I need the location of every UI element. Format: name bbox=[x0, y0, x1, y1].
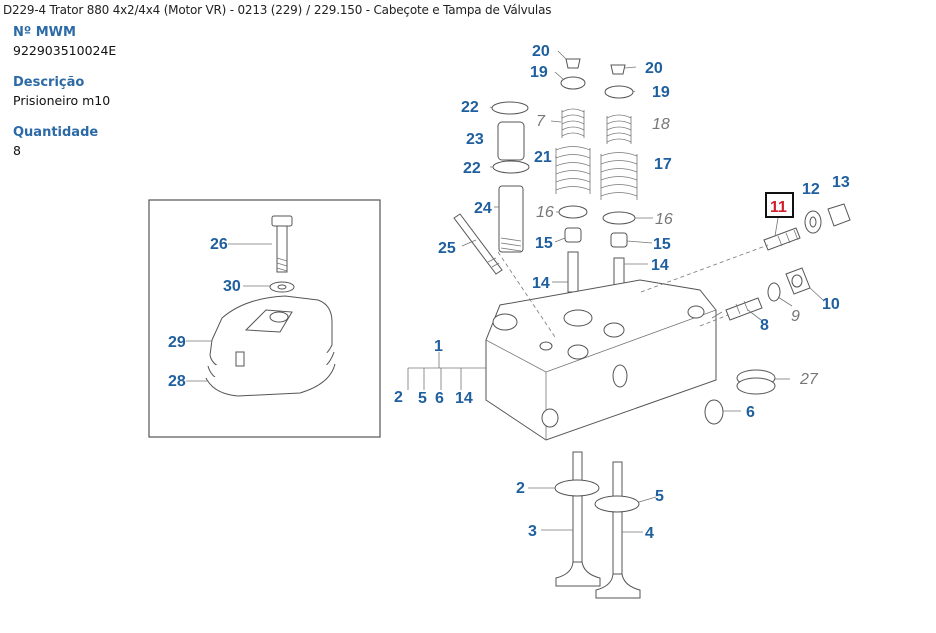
callout-5[interactable]: 5 bbox=[655, 488, 664, 505]
spring-7 bbox=[561, 108, 585, 138]
part-number-label: Nº MWM bbox=[13, 25, 76, 40]
valve-cover bbox=[205, 295, 336, 397]
cylinder-head bbox=[485, 279, 723, 441]
callout-2[interactable]: 2 bbox=[516, 480, 525, 497]
callout-3[interactable]: 3 bbox=[528, 523, 537, 540]
spring-seat-right bbox=[602, 211, 636, 225]
o-ring-22-bottom bbox=[492, 160, 530, 174]
description-field: Descrição Prisioneiro m10 bbox=[13, 75, 110, 108]
selected-callout-box bbox=[765, 192, 794, 218]
spring-retainer-left bbox=[560, 76, 586, 90]
callout-14-left[interactable]: 14 bbox=[532, 275, 550, 292]
valve-seat-5 bbox=[594, 495, 640, 513]
callout-14-right[interactable]: 14 bbox=[651, 257, 669, 274]
spring-21 bbox=[555, 146, 591, 194]
callout-7[interactable]: 7 bbox=[536, 113, 546, 130]
callout-12[interactable]: 12 bbox=[802, 181, 820, 198]
callout-19-left[interactable]: 19 bbox=[530, 64, 548, 81]
callout-24[interactable]: 24 bbox=[474, 200, 492, 217]
callout-29[interactable]: 29 bbox=[168, 334, 186, 351]
callout-9[interactable]: 9 bbox=[791, 308, 800, 325]
callout-21[interactable]: 21 bbox=[534, 149, 552, 166]
breadcrumb-separator: / bbox=[306, 3, 310, 17]
ring-6 bbox=[704, 399, 724, 425]
callout-13[interactable]: 13 bbox=[832, 174, 850, 191]
part-number-value: 922903510024E bbox=[13, 43, 117, 58]
callout-22-top[interactable]: 22 bbox=[461, 99, 479, 116]
callout-22-bottom[interactable]: 22 bbox=[463, 160, 481, 177]
valve-4 bbox=[595, 461, 641, 599]
valve-cover-inset-frame bbox=[148, 199, 381, 438]
breadcrumb: D229-4 Trator 880 4x2/4x4 (Motor VR) - 0… bbox=[3, 3, 551, 17]
stud-8 bbox=[725, 297, 763, 321]
callout-6[interactable]: 6 bbox=[746, 404, 755, 421]
callout-8[interactable]: 8 bbox=[760, 317, 769, 334]
nut-13 bbox=[827, 203, 851, 227]
callout-15-right[interactable]: 15 bbox=[653, 236, 671, 253]
callout-18[interactable]: 18 bbox=[652, 116, 670, 133]
valve-seal-right bbox=[610, 232, 628, 248]
valve-seal-left bbox=[564, 227, 582, 243]
callout-4[interactable]: 4 bbox=[645, 525, 654, 542]
injector-sleeve-24 bbox=[498, 185, 524, 253]
callout-15-left[interactable]: 15 bbox=[535, 235, 553, 252]
valve-stem-cap-right bbox=[610, 64, 626, 75]
quantity-label: Quantidade bbox=[13, 125, 99, 140]
spring-18 bbox=[606, 114, 632, 144]
callout-2-head[interactable]: 2 bbox=[394, 389, 403, 406]
valve-cover-bolt bbox=[271, 215, 293, 273]
callout-27[interactable]: 27 bbox=[799, 371, 819, 388]
callout-17[interactable]: 17 bbox=[654, 156, 672, 173]
washer-9 bbox=[767, 282, 781, 302]
description-label: Descrição bbox=[13, 75, 85, 90]
callout-26[interactable]: 26 bbox=[210, 236, 228, 253]
callout-5-head[interactable]: 5 bbox=[418, 390, 427, 407]
spring-retainer-right bbox=[604, 85, 634, 99]
callout-1[interactable]: 1 bbox=[434, 338, 443, 355]
quantity-field: Quantidade 8 bbox=[13, 125, 98, 158]
valve-3 bbox=[555, 451, 601, 587]
valve-stem-cap-left bbox=[565, 58, 581, 69]
callout-30[interactable]: 30 bbox=[223, 278, 241, 295]
callout-20-left[interactable]: 20 bbox=[532, 43, 550, 60]
callout-28[interactable]: 28 bbox=[168, 373, 186, 390]
valve-seat-2 bbox=[554, 479, 600, 497]
leader-lines bbox=[186, 50, 824, 533]
spring-seat-left bbox=[558, 205, 588, 219]
stud-11 bbox=[763, 227, 801, 251]
callout-23[interactable]: 23 bbox=[466, 131, 484, 148]
callout-19-right[interactable]: 19 bbox=[652, 84, 670, 101]
callout-11-selected[interactable]: 11 bbox=[770, 199, 787, 216]
callout-16-left[interactable]: 16 bbox=[536, 204, 554, 221]
o-ring-22-top bbox=[491, 101, 529, 115]
description-value: Prisioneiro m10 bbox=[13, 93, 111, 108]
spring-17 bbox=[600, 152, 638, 200]
ring-27 bbox=[736, 369, 776, 395]
callout-6-head[interactable]: 6 bbox=[435, 390, 444, 407]
stud-25 bbox=[453, 213, 503, 275]
valve-guide-left bbox=[567, 251, 579, 293]
sleeve-23 bbox=[497, 121, 525, 161]
callout-14-head[interactable]: 14 bbox=[455, 390, 473, 407]
breadcrumb-model[interactable]: D229-4 Trator 880 4x2/4x4 (Motor VR) - 0… bbox=[3, 3, 303, 17]
breadcrumb-group[interactable]: 229.150 - Cabeçote e Tampa de Válvulas bbox=[313, 3, 552, 17]
callout-25[interactable]: 25 bbox=[438, 240, 456, 257]
quantity-value: 8 bbox=[13, 143, 21, 158]
callout-10[interactable]: 10 bbox=[822, 296, 840, 313]
part-number-field: Nº MWM 922903510024E bbox=[13, 25, 116, 58]
callout-16-right[interactable]: 16 bbox=[655, 211, 673, 228]
callout-20-right[interactable]: 20 bbox=[645, 60, 663, 77]
